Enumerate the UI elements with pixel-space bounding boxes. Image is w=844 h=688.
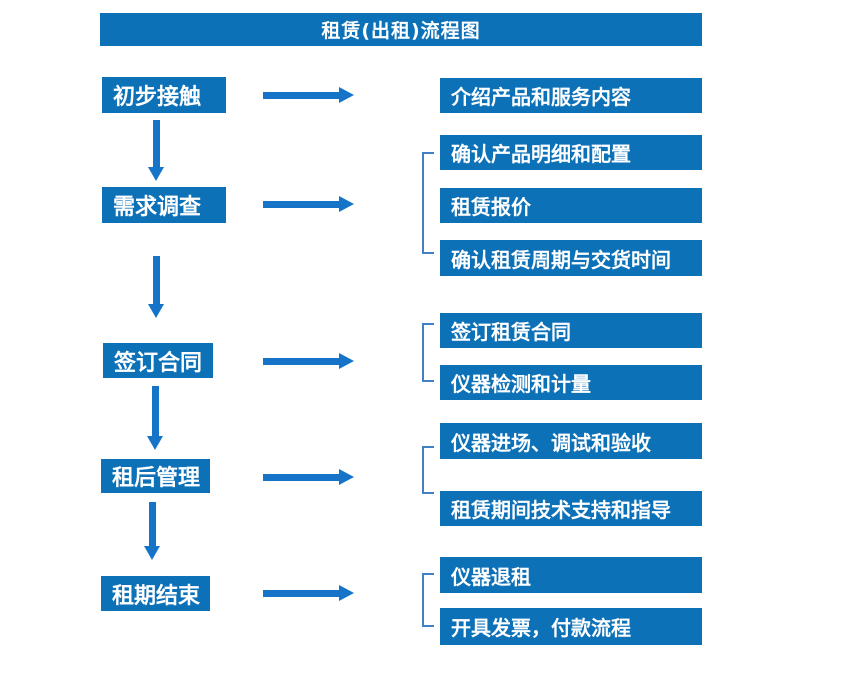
right-arrow-initial-contact [263, 87, 354, 104]
arrow-head-icon [339, 87, 354, 103]
detail-box-sign-rental-contract: 签订租赁合同 [440, 313, 702, 348]
arrow-head-icon [144, 546, 160, 560]
right-arrow-sign-contract [263, 353, 354, 370]
bracket-post-rental-group [422, 446, 434, 494]
arrow-shaft [263, 201, 339, 208]
detail-box-instrument-entry-acceptance: 仪器进场、调试和验收 [440, 423, 702, 459]
right-arrow-post-rental [263, 469, 354, 486]
bracket-sign-contract-group [422, 323, 434, 382]
flowchart-title-bar: 租赁(出租)流程图 [100, 13, 702, 46]
detail-box-intro-products-services: 介绍产品和服务内容 [440, 78, 702, 113]
detail-box-confirm-rental-period-delivery: 确认租赁周期与交货时间 [440, 240, 702, 276]
arrow-head-icon [147, 436, 163, 450]
detail-box-instrument-testing-metering: 仪器检测和计量 [440, 365, 702, 400]
arrow-shaft [153, 256, 160, 304]
detail-box-confirm-product-details: 确认产品明细和配置 [440, 135, 702, 170]
detail-box-rental-quote: 租赁报价 [440, 188, 702, 223]
arrow-head-icon [339, 196, 354, 212]
arrow-head-icon [339, 585, 354, 601]
arrow-head-icon [148, 304, 164, 318]
arrow-shaft [263, 474, 339, 481]
detail-box-invoice-payment: 开具发票，付款流程 [440, 608, 702, 645]
arrow-shaft [152, 386, 159, 436]
arrow-head-icon [339, 353, 354, 369]
step-box-initial-contact: 初步接触 [102, 77, 226, 113]
arrow-head-icon [339, 469, 354, 485]
arrow-shaft [263, 590, 339, 597]
bracket-demand-survey-group [422, 152, 434, 254]
flowchart-title: 租赁(出租)流程图 [321, 20, 481, 42]
arrow-head-icon [148, 167, 164, 181]
arrow-shaft [153, 120, 160, 167]
step-box-post-rental-management: 租后管理 [101, 459, 210, 493]
arrow-shaft [263, 358, 339, 365]
arrow-shaft [149, 502, 156, 546]
arrow-shaft [263, 92, 339, 99]
step-box-lease-end: 租期结束 [101, 576, 210, 611]
detail-box-rental-tech-support: 租赁期间技术支持和指导 [440, 491, 702, 526]
step-box-demand-survey: 需求调查 [102, 187, 226, 223]
detail-box-instrument-return: 仪器退租 [440, 557, 702, 593]
step-box-sign-contract: 签订合同 [103, 343, 213, 378]
right-arrow-demand-survey [263, 196, 354, 213]
bracket-lease-end-group [422, 573, 434, 627]
right-arrow-lease-end [263, 585, 354, 602]
